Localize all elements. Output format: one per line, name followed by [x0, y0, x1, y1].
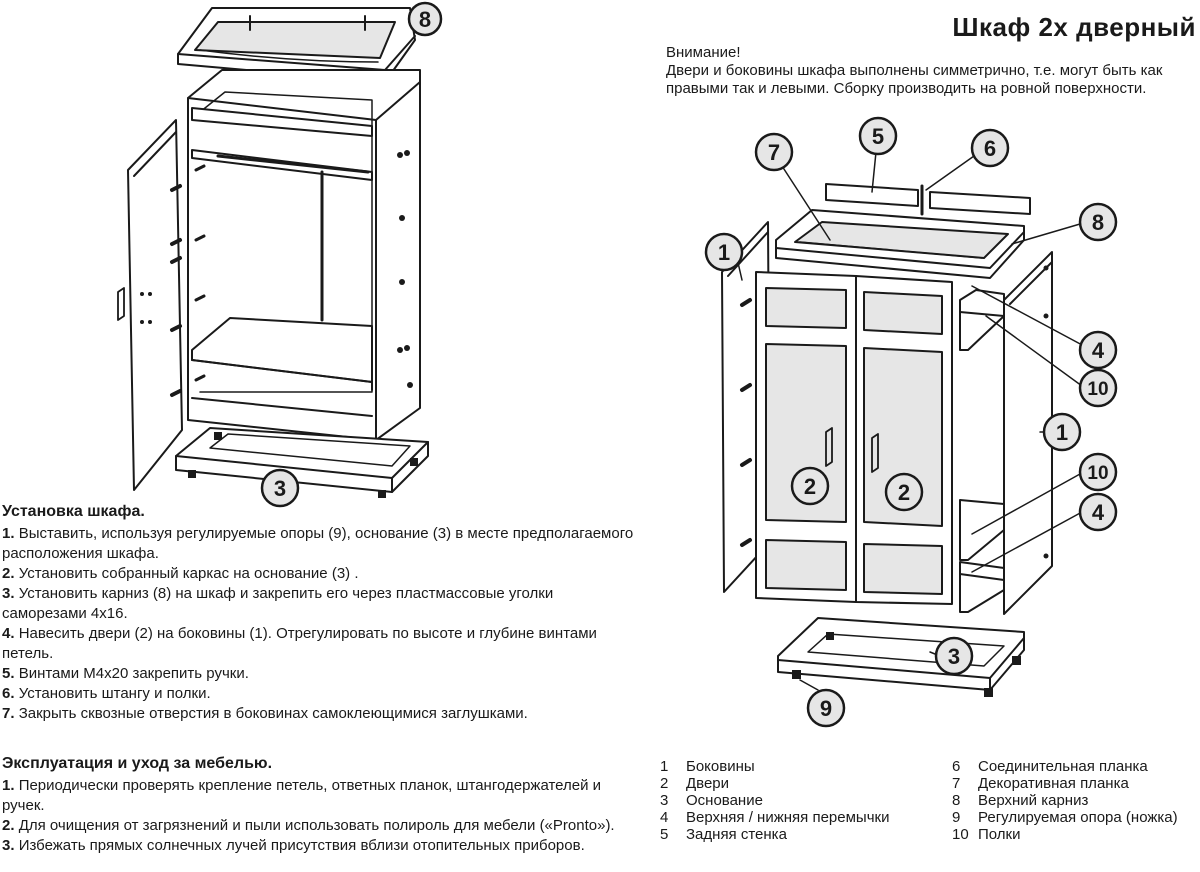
- installation-step: 7. Закрыть сквозные отверстия в боковина…: [2, 705, 528, 722]
- right-callout-6: 6: [970, 128, 1010, 168]
- installation-step: 1. Выставить, используя регулируемые опо…: [2, 525, 634, 562]
- right-callout-9: 9: [806, 688, 846, 728]
- svg-text:6: 6: [984, 136, 996, 161]
- left-callout-3: 3: [260, 468, 300, 508]
- installation-step: 5. Винтами М4х20 закрепить ручки.: [2, 665, 249, 682]
- attention-line-2: правыми так и левыми. Сборку производить…: [666, 80, 1147, 97]
- right-side-panel-right: [1003, 251, 1053, 615]
- page-title: Шкаф 2х дверный: [952, 12, 1196, 42]
- attention-line-1: Двери и боковины шкафа выполнены симметр…: [666, 62, 1163, 79]
- care-heading: Эксплуатация и уход за мебелью.: [2, 755, 273, 772]
- right-callout-2-right: 2: [884, 472, 924, 512]
- right-callout-8: 8: [1078, 202, 1118, 242]
- right-callout-7: 7: [754, 132, 794, 172]
- left-door: [117, 119, 183, 491]
- care-step: 1. Периодически проверять крепление пете…: [2, 777, 602, 814]
- installation-step: 4. Навесить двери (2) на боковины (1). О…: [2, 625, 597, 662]
- right-base: [777, 617, 1025, 697]
- right-cornice: [775, 209, 1025, 279]
- installation-heading: Установка шкафа.: [2, 503, 145, 520]
- right-door-right: [855, 275, 953, 605]
- svg-text:10: 10: [1087, 463, 1108, 484]
- care-section: Эксплуатация и уход за мебелью. 1. Перио…: [2, 754, 642, 856]
- right-leader-lines: [735, 151, 1085, 691]
- installation-step: 2. Установить собранный каркас на основа…: [2, 565, 359, 582]
- svg-text:8: 8: [419, 7, 431, 32]
- attention-note: Внимание! Двери и боковины шкафа выполне…: [666, 44, 1186, 98]
- right-callout-3: 3: [934, 636, 974, 676]
- left-wardrobe-drawing: 8 3: [117, 1, 443, 508]
- right-callout-1-right: 1: [1042, 412, 1082, 452]
- right-callout-5: 5: [858, 116, 898, 156]
- care-step: 2. Для очищения от загрязнений и пыли ис…: [2, 817, 615, 834]
- svg-text:5: 5: [872, 124, 884, 149]
- installation-section: Установка шкафа. 1. Выставить, используя…: [2, 502, 642, 724]
- svg-text:10: 10: [1087, 379, 1108, 400]
- svg-text:4: 4: [1092, 338, 1105, 363]
- left-callout-8: 8: [407, 1, 443, 37]
- svg-text:8: 8: [1092, 210, 1104, 235]
- installation-step: 3. Установить карниз (8) на шкаф и закре…: [2, 585, 554, 622]
- svg-text:3: 3: [948, 644, 960, 669]
- right-back-panel: [825, 183, 1031, 216]
- right-callout-4-bottom: 4: [1078, 492, 1118, 532]
- right-callout-4-top: 4: [1078, 330, 1118, 370]
- right-callout-2-left: 2: [790, 466, 830, 506]
- attention-heading: Внимание!: [666, 44, 741, 61]
- svg-text:9: 9: [820, 696, 832, 721]
- svg-text:7: 7: [768, 140, 780, 165]
- svg-text:1: 1: [718, 240, 730, 265]
- svg-text:2: 2: [898, 480, 910, 505]
- svg-text:2: 2: [804, 474, 816, 499]
- svg-text:1: 1: [1056, 420, 1068, 445]
- right-shelves: [959, 289, 1005, 613]
- right-callout-10-bottom: 10: [1078, 452, 1118, 492]
- svg-text:4: 4: [1092, 500, 1105, 525]
- left-carcass: [187, 69, 421, 441]
- care-step: 3. Избежать прямых солнечных лучей прису…: [2, 837, 585, 854]
- left-base: [175, 427, 429, 498]
- right-callout-10-top: 10: [1078, 368, 1118, 408]
- right-callout-1-left: 1: [704, 232, 744, 272]
- right-door-left: [755, 271, 857, 603]
- svg-text:3: 3: [274, 476, 286, 501]
- right-wardrobe-drawing: 7 5 6 8 1 4 10 1: [704, 116, 1118, 728]
- installation-step: 6. Установить штангу и полки.: [2, 685, 211, 702]
